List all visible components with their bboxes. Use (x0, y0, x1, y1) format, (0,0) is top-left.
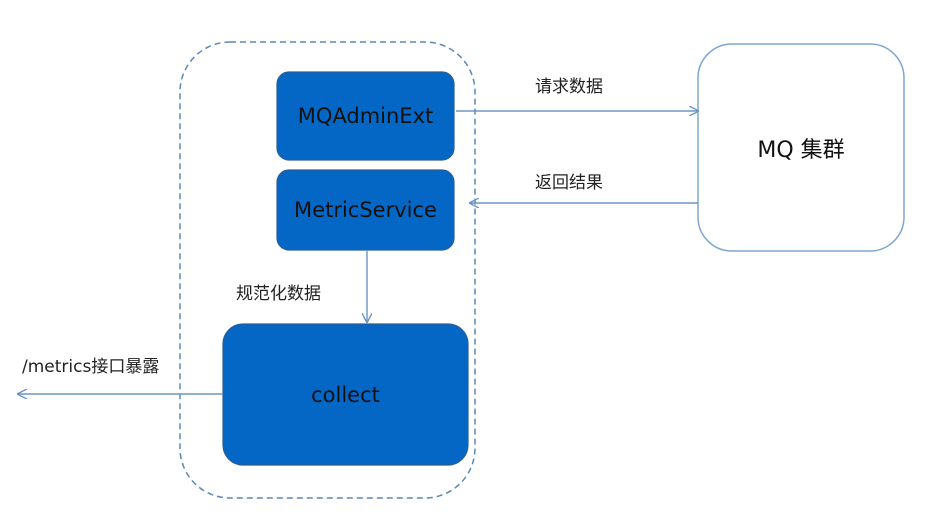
collect-label: collect (311, 382, 380, 407)
mq-cluster-label: MQ 集群 (757, 137, 845, 163)
metric-service-box (276, 169, 455, 251)
metrics-expose-label: /metrics接口暴露 (22, 357, 160, 377)
return-result-label: 返回结果 (535, 173, 603, 193)
request-data-label: 请求数据 (535, 77, 603, 97)
exporter-container (179, 41, 476, 499)
mq-admin-ext-box (276, 71, 455, 161)
normalize-data-label: 规范化数据 (236, 284, 321, 304)
mq-admin-ext-label: MQAdminExt (297, 104, 434, 128)
metric-service-label: MetricService (294, 198, 437, 222)
mq-cluster-box (697, 43, 905, 252)
